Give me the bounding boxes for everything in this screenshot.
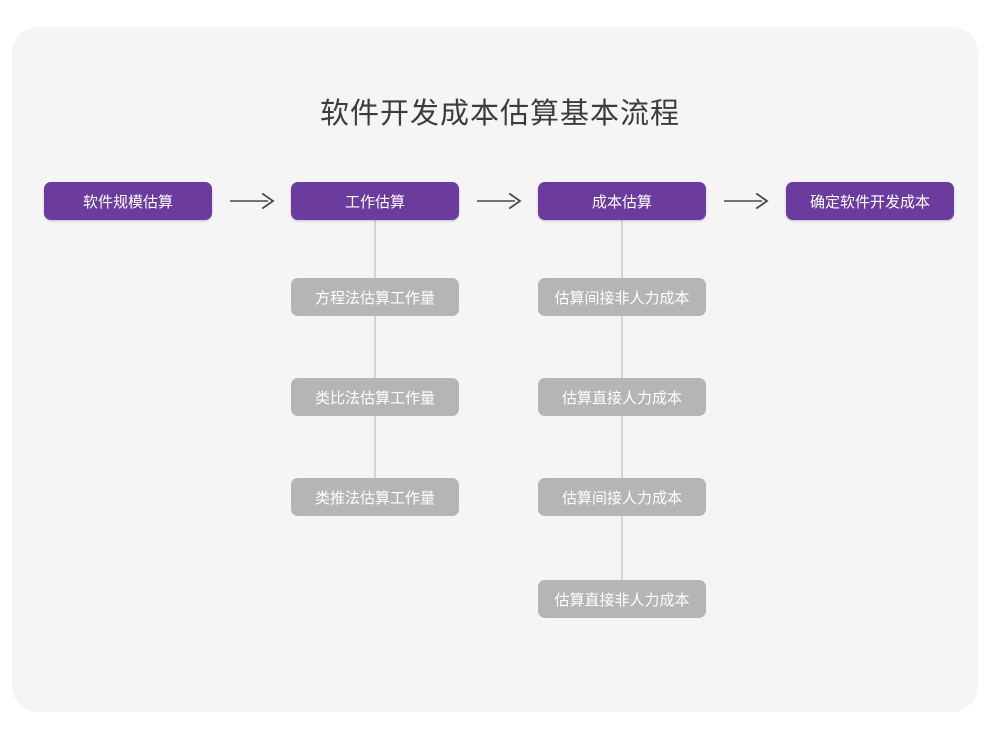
arrow-right-icon-2 — [477, 189, 523, 213]
flow-subnode-step-2-3[interactable]: 类推法估算工作量 — [291, 478, 459, 516]
flow-subnode-step-3-1[interactable]: 估算间接非人力成本 — [538, 278, 706, 316]
flow-node-step-3[interactable]: 成本估算 — [538, 182, 706, 220]
flow-node-step-1[interactable]: 软件规模估算 — [44, 182, 212, 220]
arrow-right-icon-3 — [724, 189, 770, 213]
diagram-card — [12, 27, 978, 712]
page-title: 软件开发成本估算基本流程 — [319, 98, 680, 130]
flow-subnode-step-2-2[interactable]: 类比法估算工作量 — [291, 378, 459, 416]
flow-node-step-4[interactable]: 确定软件开发成本 — [786, 182, 954, 220]
flow-subnode-step-3-3[interactable]: 估算间接人力成本 — [538, 478, 706, 516]
arrow-right-icon-1 — [230, 189, 276, 213]
flow-subnode-step-3-4[interactable]: 估算直接非人力成本 — [538, 580, 706, 618]
flow-subnode-step-2-1[interactable]: 方程法估算工作量 — [291, 278, 459, 316]
flow-subnode-step-3-2[interactable]: 估算直接人力成本 — [538, 378, 706, 416]
connector-line-column-2 — [374, 219, 376, 481]
flow-node-step-2[interactable]: 工作估算 — [291, 182, 459, 220]
